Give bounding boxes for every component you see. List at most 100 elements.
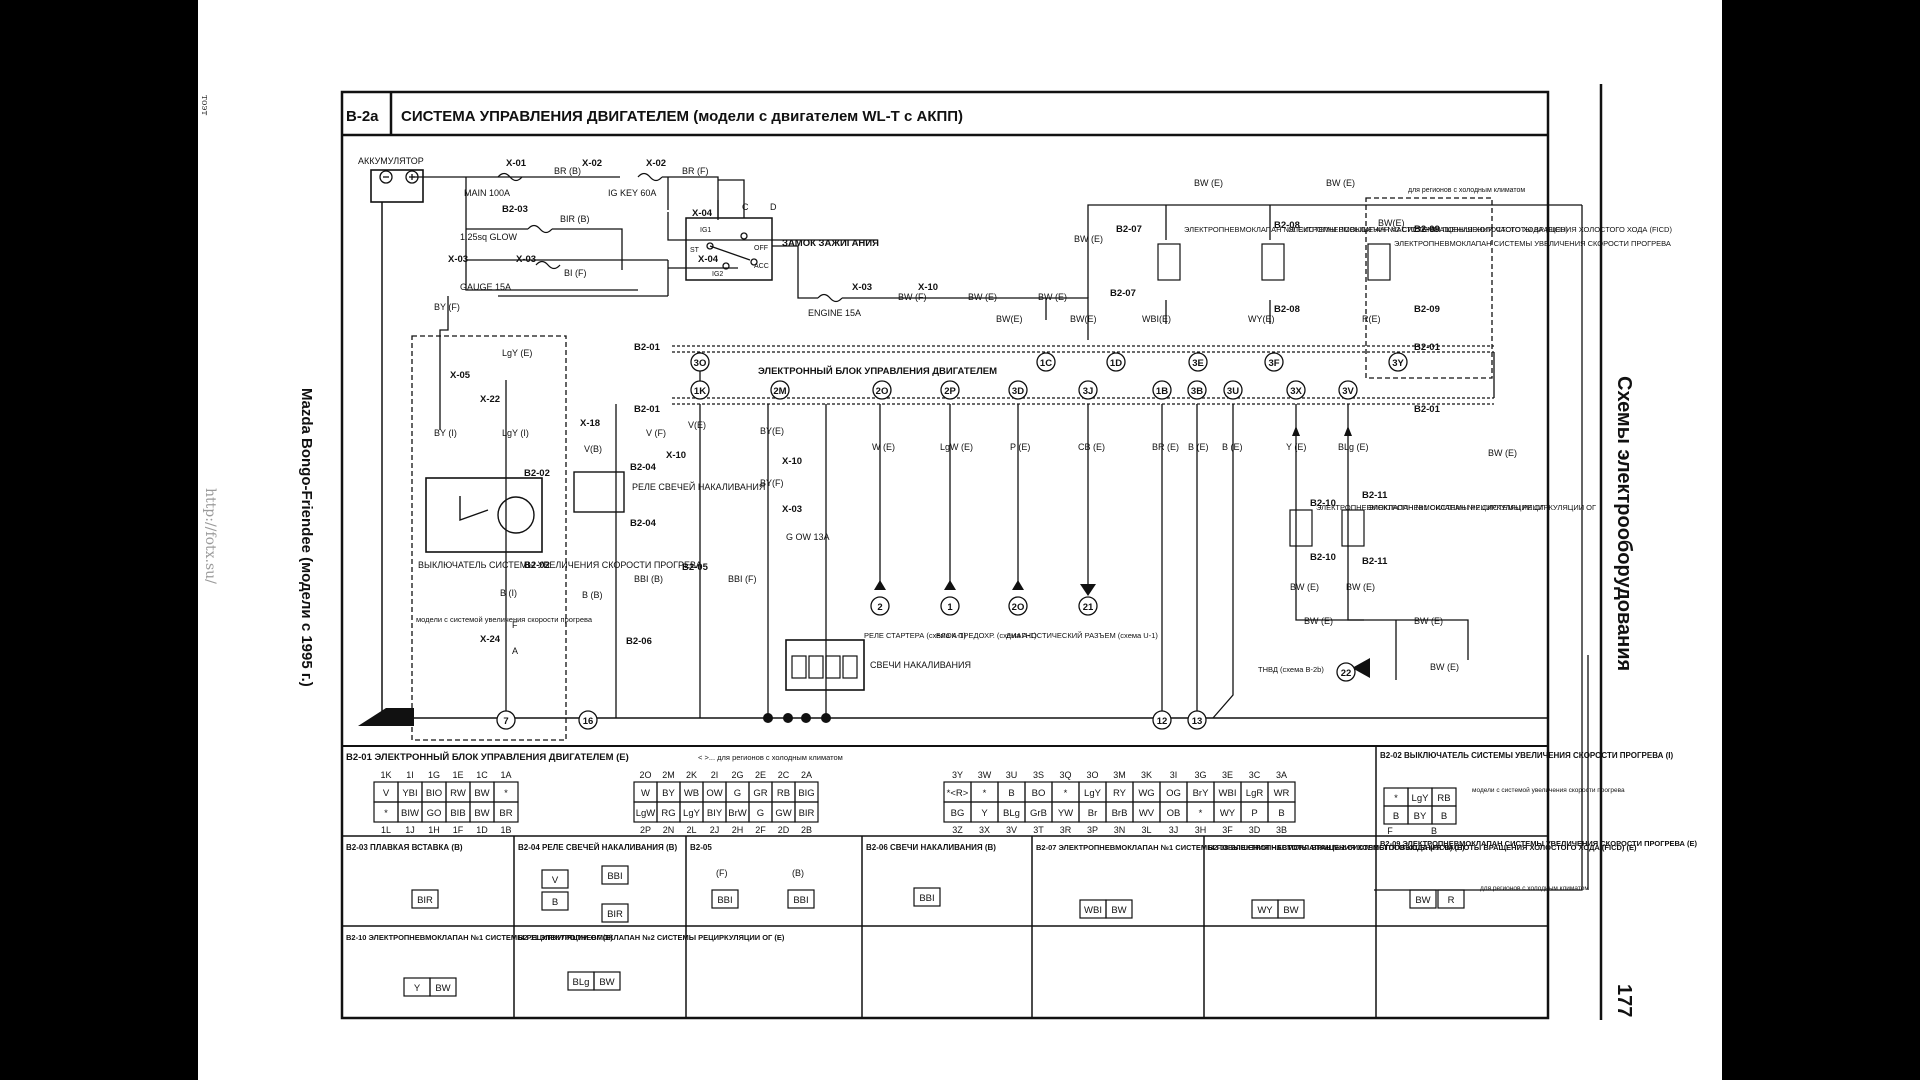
- svg-text:B2-02 ВЫКЛЮЧАТЕЛЬ СИСТЕМЫ УВЕЛ: B2-02 ВЫКЛЮЧАТЕЛЬ СИСТЕМЫ УВЕЛИЧЕНИЯ СКО…: [1380, 751, 1673, 760]
- svg-text:X-10: X-10: [918, 282, 938, 293]
- connector-pin-label: 2J: [710, 825, 720, 835]
- svg-text:X-03: X-03: [448, 254, 468, 265]
- connector-pin-label: BW: [474, 788, 489, 799]
- svg-text:модели с системой увеличения с: модели с системой увеличения скорости пр…: [1472, 786, 1625, 794]
- svg-text:B2-08: B2-08: [1274, 304, 1300, 315]
- svg-text:3X: 3X: [1290, 386, 1302, 397]
- connector-pin-label: 3T: [1033, 825, 1044, 835]
- svg-text:BW (E): BW (E): [1488, 448, 1517, 458]
- connector-pin-label: RB: [777, 788, 790, 799]
- connector-pin-label: *: [983, 788, 987, 799]
- connector-cell: [1105, 899, 1133, 919]
- connector-pin-label: BIO: [426, 788, 442, 799]
- connector-pin-label: 1L: [381, 825, 391, 835]
- connector-pin-label: 1D: [476, 825, 488, 835]
- svg-text:X-18: X-18: [580, 418, 600, 429]
- svg-text:3V: 3V: [1342, 386, 1354, 397]
- coil-icons: [1157, 243, 1391, 547]
- diagram-frame: [340, 90, 1550, 1020]
- connector-pin-label: 2M: [662, 770, 675, 780]
- svg-text:BR (E): BR (E): [1152, 442, 1179, 452]
- svg-text:WY(E): WY(E): [1248, 314, 1275, 324]
- connector-pin-label: 2A: [801, 770, 812, 780]
- arrow-icons: [874, 426, 1370, 678]
- svg-text:ЭЛЕКТРОПНЕВМОКЛАПАН №2 СИСТЕМЫ: ЭЛЕКТРОПНЕВМОКЛАПАН №2 СИСТЕМЫ ПОВЫШЕНИЯ…: [1288, 225, 1672, 234]
- connector-pin-label: YW: [1058, 808, 1073, 819]
- connector-pin-label: 2E: [755, 770, 766, 780]
- pin-circles: [496, 352, 1408, 730]
- connector-pin-label: 2D: [778, 825, 790, 835]
- svg-text:B2-01: B2-01: [1414, 342, 1441, 353]
- connector-pin-label: B: [552, 897, 558, 908]
- svg-text:< >... для регионов с холодным: < >... для регионов с холодным климатом: [698, 753, 843, 762]
- connector-pin-label: 1H: [428, 825, 440, 835]
- svg-text:BY(E): BY(E): [760, 426, 784, 436]
- svg-text:B2-01: B2-01: [1414, 404, 1441, 415]
- svg-text:(B): (B): [792, 868, 804, 878]
- connector-pin-label: BIR: [607, 909, 623, 920]
- svg-text:B2-11: B2-11: [1362, 490, 1388, 501]
- side-title-right: Схемы электрооборудования: [1613, 376, 1635, 671]
- battery-label: АККУМУЛЯТОР: [358, 156, 424, 166]
- connector-pin-label: WV: [1139, 808, 1155, 819]
- svg-text:BW (E): BW (E): [1074, 234, 1103, 244]
- connector-pin-label: 2F: [755, 825, 766, 835]
- svg-text:X-03: X-03: [852, 282, 872, 293]
- ecu-label: ЭЛЕКТРОННЫЙ БЛОК УПРАВЛЕНИЯ ДВИГАТЕЛЕМ: [758, 365, 997, 377]
- connector-pin-label: 3H: [1195, 825, 1207, 835]
- connector-pin-label: RB: [1437, 793, 1450, 804]
- connector-pin-label: BW: [435, 983, 450, 994]
- connector-pin-label: BW: [474, 808, 489, 819]
- svg-text:B2-11 ЭЛЕКТРОПНЕВМОКЛАПАН №2 С: B2-11 ЭЛЕКТРОПНЕВМОКЛАПАН №2 СИСТЕМЫ РЕЦ…: [518, 933, 785, 942]
- connector-pin-label: 3I: [1170, 770, 1178, 780]
- svg-text:3O: 3O: [694, 358, 707, 369]
- svg-text:B2-08: B2-08: [1274, 220, 1300, 231]
- glow-plugs-icon: [791, 655, 858, 679]
- svg-text:1C: 1C: [1040, 358, 1052, 369]
- connector-pin-label: B: [1441, 811, 1447, 822]
- svg-text:X-02: X-02: [646, 158, 666, 169]
- svg-text:B2-09 ЭЛЕКТРОПНЕВМОКЛАПАН СИСТ: B2-09 ЭЛЕКТРОПНЕВМОКЛАПАН СИСТЕМЫ УВЕЛИЧ…: [1380, 839, 1698, 848]
- svg-text:2O: 2O: [876, 386, 889, 397]
- svg-text:X-03: X-03: [782, 504, 802, 515]
- connector-pin-label: Br: [1088, 808, 1098, 819]
- connector-pin-label: BBI: [793, 895, 808, 906]
- connector-pin-label: F: [1387, 826, 1393, 836]
- svg-text:BW(E): BW(E): [1070, 314, 1097, 324]
- connector-pin-label: WY: [1220, 808, 1236, 819]
- legend-titles: B2-01 ЭЛЕКТРОННЫЙ БЛОК УПРАВЛЕНИЯ ДВИГАТ…: [346, 751, 1698, 942]
- svg-text:3E: 3E: [1192, 358, 1204, 369]
- connector-cell: [601, 865, 629, 885]
- svg-text:21: 21: [1083, 602, 1094, 613]
- connector-pin-label: BrB: [1112, 808, 1128, 819]
- connector-pin-label: BW: [1111, 905, 1126, 916]
- svg-text:Y (E): Y (E): [1286, 442, 1306, 452]
- svg-text:1: 1: [947, 602, 953, 613]
- svg-text:BLg (E): BLg (E): [1338, 442, 1369, 452]
- connector-cell: [541, 869, 569, 889]
- svg-text:G OW 13A: G OW 13A: [786, 532, 830, 542]
- connector-pin-label: 3G: [1194, 770, 1206, 780]
- connector-pin-label: R: [1448, 895, 1455, 906]
- connector-pin-label: 3X: [979, 825, 990, 835]
- svg-text:для регионов с холодным климат: для регионов с холодным климатом: [1480, 885, 1589, 892]
- svg-text:B2-01 ЭЛЕКТРОННЫЙ БЛОК УПРАВЛЕ: B2-01 ЭЛЕКТРОННЫЙ БЛОК УПРАВЛЕНИЯ ДВИГАТ…: [346, 751, 629, 763]
- svg-text:РЕЛЕ СВЕЧЕЙ НАКАЛИВАНИЯ: РЕЛЕ СВЕЧЕЙ НАКАЛИВАНИЯ: [632, 481, 765, 492]
- svg-text:BI (F): BI (F): [564, 268, 587, 278]
- svg-text:V(E): V(E): [688, 420, 706, 430]
- svg-text:2M: 2M: [773, 386, 786, 397]
- connector-pin-label: Y: [981, 808, 988, 819]
- legend-grid: [342, 745, 1548, 1018]
- svg-text:A: A: [512, 646, 518, 656]
- svg-text:B2-04: B2-04: [630, 462, 657, 473]
- connector-cell: [711, 889, 739, 909]
- svg-text:1B: 1B: [1156, 386, 1168, 397]
- svg-text:B2-05: B2-05: [690, 843, 712, 852]
- svg-text:B2-04: B2-04: [630, 518, 657, 529]
- connector-pin-label: W: [641, 788, 650, 799]
- connector-pin-label: 2G: [731, 770, 743, 780]
- svg-text:B2-08 ЭЛЕКТРОПНЕВМОКЛАПАН №2 С: B2-08 ЭЛЕКТРОПНЕВМОКЛАПАН №2 СИСТЕМЫ ПОВ…: [1208, 843, 1637, 852]
- component-labels: АККУМУЛЯТОР MAIN 100A IG KEY 60A 1.25sq …: [358, 156, 1672, 674]
- connector-pin-label: 3Q: [1059, 770, 1071, 780]
